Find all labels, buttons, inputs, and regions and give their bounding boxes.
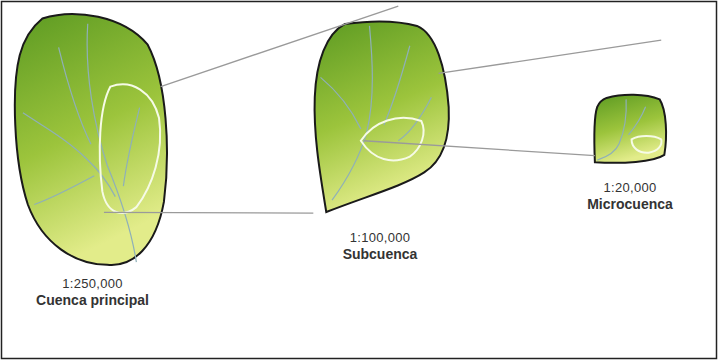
basin-caption: 1:20,000Microcuenca [575,180,685,214]
basin-fill [594,95,666,163]
river-line [628,107,645,135]
river-line [321,77,361,128]
scale-label: 1:20,000 [575,180,685,196]
basin-fill [15,14,167,265]
river-line [384,46,410,125]
basin-fill [315,21,449,212]
basin-outline [591,92,669,166]
basin-shape: 1:250,000Cuenca principal [5,8,180,314]
sub-basin-outline [361,118,424,160]
basin-outline [10,8,172,270]
river-line [87,24,136,262]
basin-outline [309,18,453,216]
basin-shape: 1:100,000Subcuenca [305,18,455,268]
basin-name: Subcuenca [305,246,455,264]
basin-name: Cuenca principal [5,292,180,310]
sub-basin-outline [632,136,662,153]
river-line [597,99,626,160]
scale-label: 1:100,000 [305,230,455,246]
zoom-line [439,40,662,73]
basin-name: Microcuenca [575,196,685,214]
basin-caption: 1:250,000Cuenca principal [5,276,180,310]
river-line [34,176,94,205]
river-line [123,108,139,187]
basin-shape: 1:20,000Microcuenca [575,92,685,218]
basin-caption: 1:100,000Subcuenca [305,230,455,264]
river-line [59,47,91,144]
sub-basin-outline [100,84,160,213]
scale-label: 1:250,000 [5,276,180,292]
